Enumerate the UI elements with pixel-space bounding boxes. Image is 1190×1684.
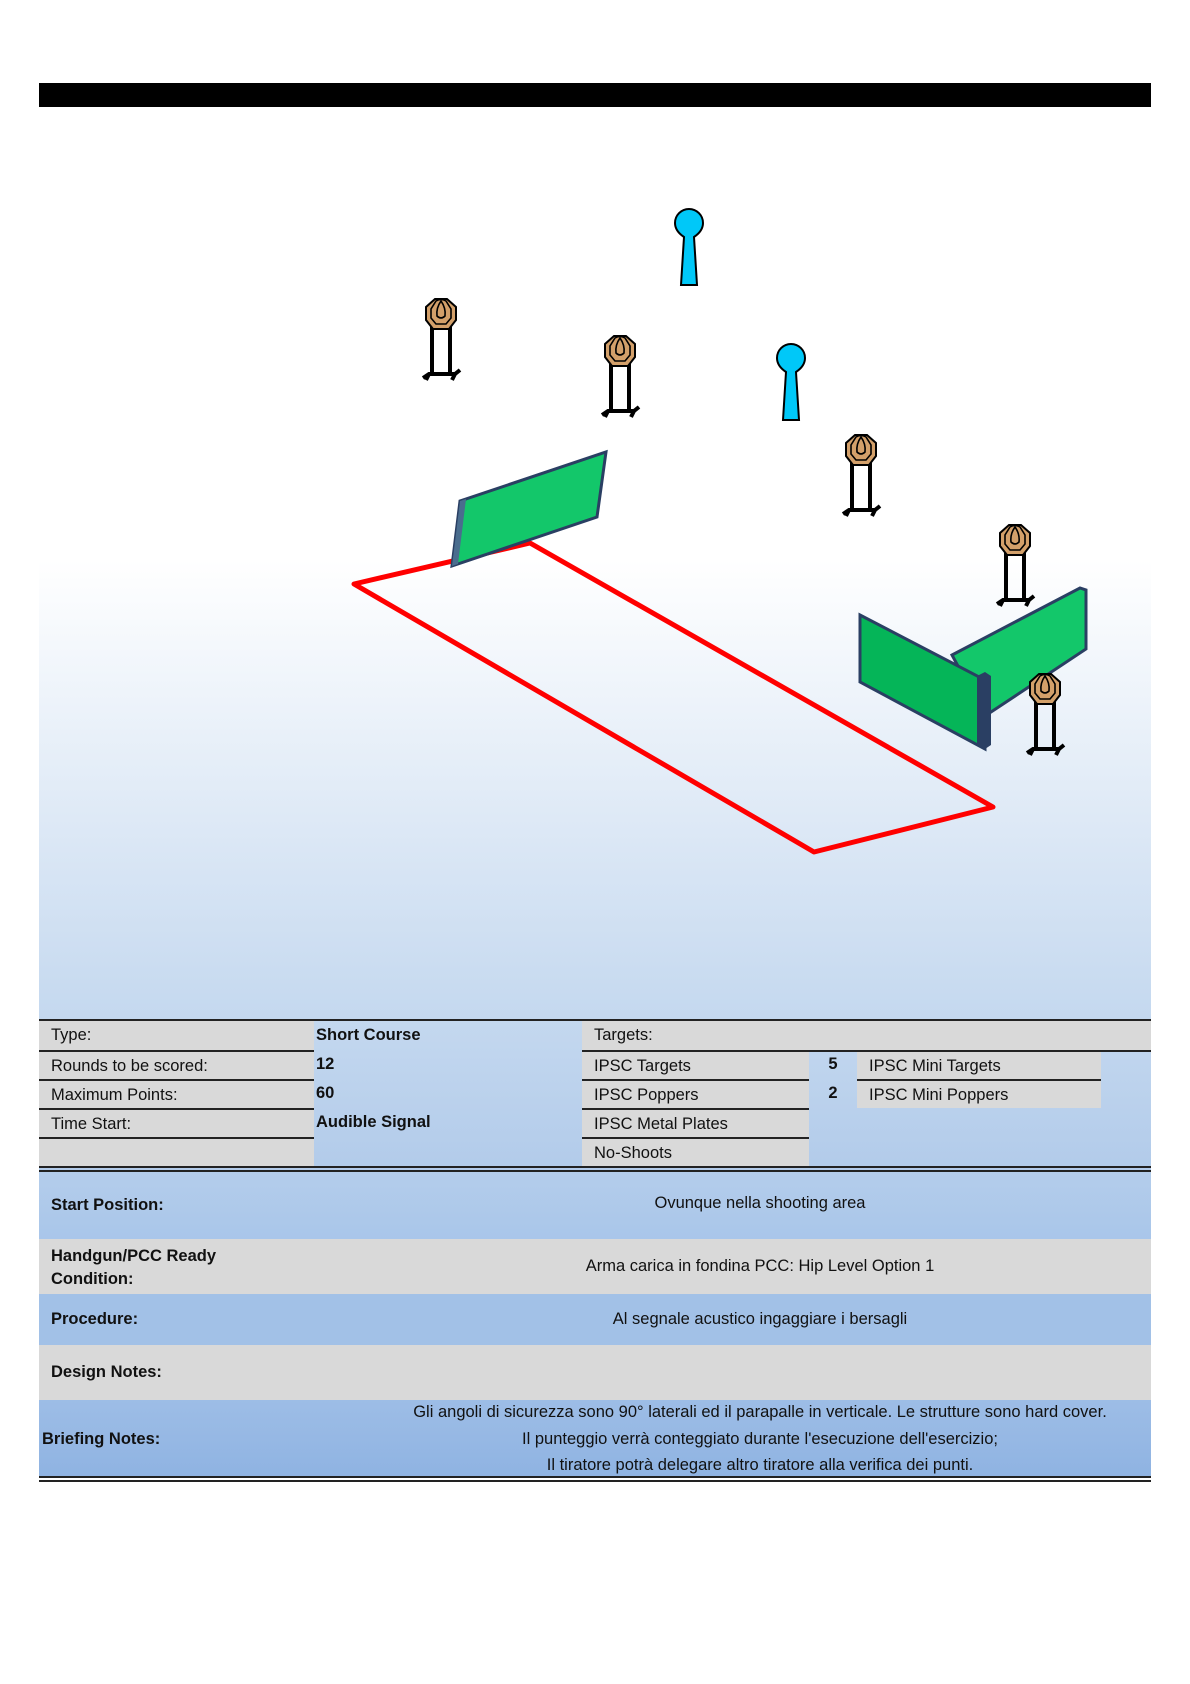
design-notes-row: Design Notes: bbox=[39, 1345, 1151, 1400]
popper-target-icon bbox=[776, 343, 806, 421]
paper-target-icon bbox=[421, 297, 462, 382]
paper-target-icon bbox=[995, 523, 1036, 608]
procedure-value: Al segnale acustico ingaggiare i bersagl… bbox=[612, 1310, 908, 1328]
paper-target-icon bbox=[600, 334, 641, 419]
ready-condition-row: Handgun/PCC Ready Condition: Arma carica… bbox=[39, 1239, 1151, 1294]
targets-label: Targets: bbox=[582, 1021, 1151, 1050]
divider bbox=[39, 1170, 1151, 1172]
divider bbox=[39, 1019, 1151, 1021]
start-position-label: Start Position: bbox=[51, 1196, 164, 1214]
procedure-label: Procedure: bbox=[51, 1310, 139, 1328]
paper-target-icon bbox=[1025, 672, 1066, 757]
empty-label bbox=[39, 1137, 314, 1167]
briefing-notes-line: Il punteggio verrà conteggiato durante l… bbox=[522, 1430, 998, 1448]
divider bbox=[582, 1050, 1151, 1052]
ready-condition-label-line1: Handgun/PCC Ready bbox=[51, 1247, 217, 1265]
max-points-label: Maximum Points: bbox=[39, 1079, 314, 1108]
time-start-label: Time Start: bbox=[39, 1108, 314, 1137]
rounds-label: Rounds to be scored: bbox=[39, 1050, 314, 1079]
type-value: Short Course bbox=[316, 1026, 421, 1044]
ipsc-targets-count: 5 bbox=[828, 1055, 838, 1073]
briefing-notes-line: Gli angoli di sicurezza sono 90° lateral… bbox=[413, 1403, 1107, 1421]
target-type-no-shoots: No-Shoots bbox=[582, 1137, 809, 1167]
rounds-value: 12 bbox=[316, 1055, 335, 1073]
ready-condition-label-line2: Condition: bbox=[51, 1270, 134, 1288]
target-type-ipsc: IPSC Targets bbox=[582, 1050, 809, 1079]
briefing-notes-label: Briefing Notes: bbox=[42, 1430, 161, 1448]
design-notes-label: Design Notes: bbox=[51, 1363, 162, 1381]
procedure-row: Procedure: Al segnale acustico ingaggiar… bbox=[39, 1294, 1151, 1345]
target-type-mini-targets: IPSC Mini Targets bbox=[857, 1052, 1101, 1079]
paper-target-icon bbox=[841, 433, 882, 518]
start-position-row: Start Position: Ovunque nella shooting a… bbox=[39, 1172, 1151, 1239]
divider bbox=[39, 1476, 1151, 1478]
wall-left bbox=[450, 449, 608, 569]
target-type-metal-plates: IPSC Metal Plates bbox=[582, 1108, 809, 1137]
header-bar bbox=[39, 83, 1151, 107]
target-type-poppers: IPSC Poppers bbox=[582, 1079, 809, 1108]
stage-diagram bbox=[351, 208, 1088, 855]
briefing-notes-row: Briefing Notes: Gli angoli di sicurezza … bbox=[39, 1400, 1151, 1477]
start-position-value: Ovunque nella shooting area bbox=[654, 1194, 866, 1212]
time-start-value: Audible Signal bbox=[316, 1113, 431, 1131]
briefing-notes-line: Il tiratore potrà delegare altro tirator… bbox=[546, 1456, 974, 1474]
ipsc-poppers-count: 2 bbox=[828, 1084, 838, 1102]
ready-condition-value: Arma carica in fondina PCC: Hip Level Op… bbox=[585, 1257, 935, 1275]
max-points-value: 60 bbox=[316, 1084, 335, 1102]
divider bbox=[39, 1166, 1151, 1168]
popper-target-icon bbox=[674, 208, 704, 286]
divider bbox=[39, 1480, 1151, 1482]
type-label: Type: bbox=[39, 1021, 314, 1050]
wall-right-front bbox=[858, 612, 991, 752]
target-type-mini-poppers: IPSC Mini Poppers bbox=[857, 1079, 1101, 1108]
